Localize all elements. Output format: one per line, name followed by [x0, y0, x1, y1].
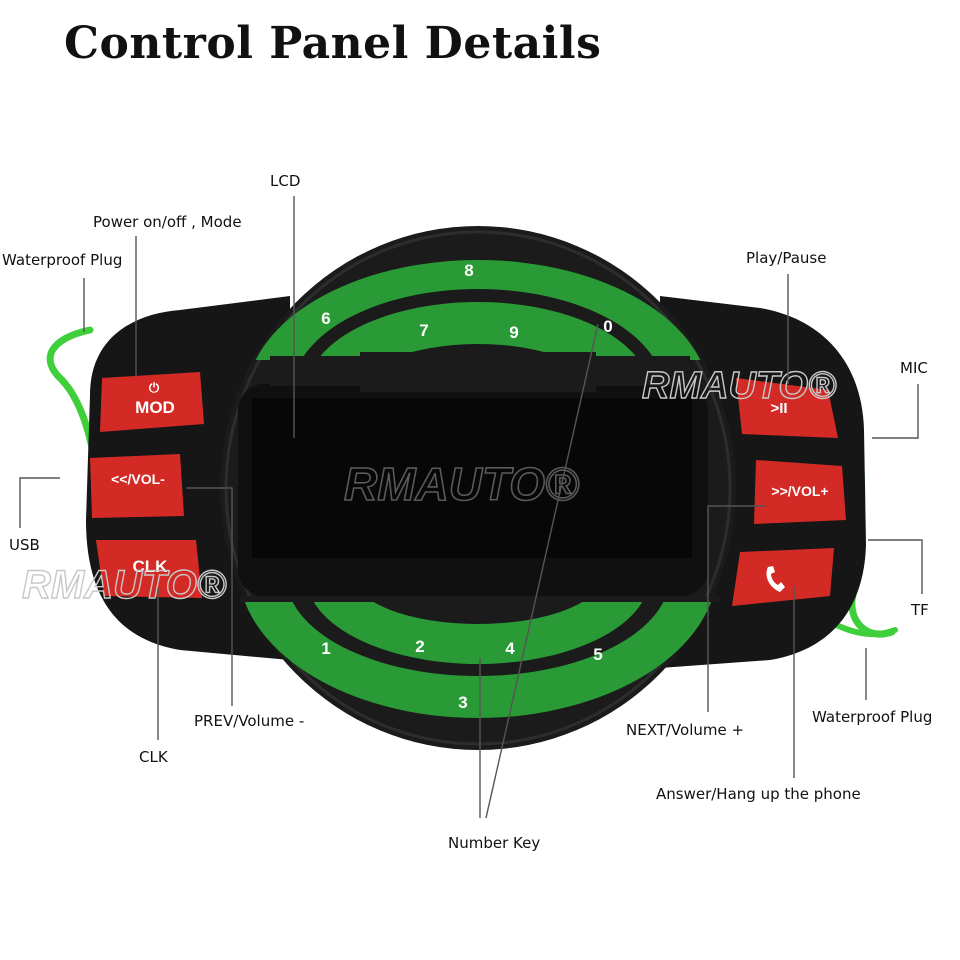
- callout-waterproof-plug-right: Waterproof Plug: [812, 708, 932, 726]
- callout-clk: CLK: [139, 748, 169, 766]
- callout-tf: TF: [910, 601, 929, 619]
- prev-vol-down-label: <</VOL-: [111, 471, 165, 487]
- callout-usb: USB: [9, 536, 40, 554]
- play-pause-button[interactable]: >II: [736, 378, 838, 438]
- mod-button[interactable]: ⏻ MOD: [100, 372, 204, 432]
- number-key-2[interactable]: 2: [415, 637, 424, 656]
- page-title: Control Panel Details: [64, 18, 602, 69]
- number-keys-bottom: [243, 598, 713, 718]
- lcd-screen: [252, 398, 692, 558]
- callout-answer-hang: Answer/Hang up the phone: [656, 785, 861, 803]
- number-key-0[interactable]: 0: [603, 317, 612, 336]
- number-key-4[interactable]: 4: [505, 639, 515, 658]
- prev-vol-down-button[interactable]: <</VOL-: [90, 454, 184, 518]
- mod-button-label: MOD: [135, 398, 175, 417]
- leader-lines: [19, 196, 923, 819]
- callout-prev-volume: PREV/Volume -: [194, 712, 304, 730]
- phone-icon: [766, 566, 785, 592]
- number-key-7[interactable]: 7: [419, 321, 428, 340]
- callout-waterproof-plug-left: Waterproof Plug: [2, 251, 122, 269]
- next-vol-up-button[interactable]: >>/VOL+: [754, 460, 846, 524]
- brand-watermark-center: RMAUTO®: [344, 458, 579, 510]
- power-icon: ⏻: [149, 380, 160, 395]
- brand-watermark-right: RMAUTO®: [642, 365, 836, 407]
- clk-button-label: CLK: [133, 557, 169, 576]
- callout-next-volume: NEXT/Volume +: [626, 721, 744, 739]
- callout-number-key: Number Key: [448, 834, 540, 852]
- phone-button[interactable]: [732, 548, 834, 606]
- number-key-5[interactable]: 5: [593, 645, 602, 664]
- number-key-3[interactable]: 3: [458, 693, 467, 712]
- next-vol-up-label: >>/VOL+: [771, 483, 828, 499]
- play-pause-label: >II: [770, 400, 787, 417]
- number-keys-top: [255, 260, 701, 360]
- clk-button[interactable]: CLK: [96, 540, 202, 598]
- callout-mic: MIC: [900, 359, 928, 377]
- number-key-1[interactable]: 1: [321, 639, 330, 658]
- number-key-8[interactable]: 8: [464, 261, 473, 280]
- callout-power-mode: Power on/off , Mode: [93, 213, 242, 231]
- number-key-6[interactable]: 6: [321, 309, 330, 328]
- number-key-9[interactable]: 9: [509, 323, 518, 342]
- callout-lcd: LCD: [270, 172, 300, 190]
- brand-watermark-left: RMAUTO®: [22, 563, 227, 607]
- callout-play-pause: Play/Pause: [746, 249, 826, 267]
